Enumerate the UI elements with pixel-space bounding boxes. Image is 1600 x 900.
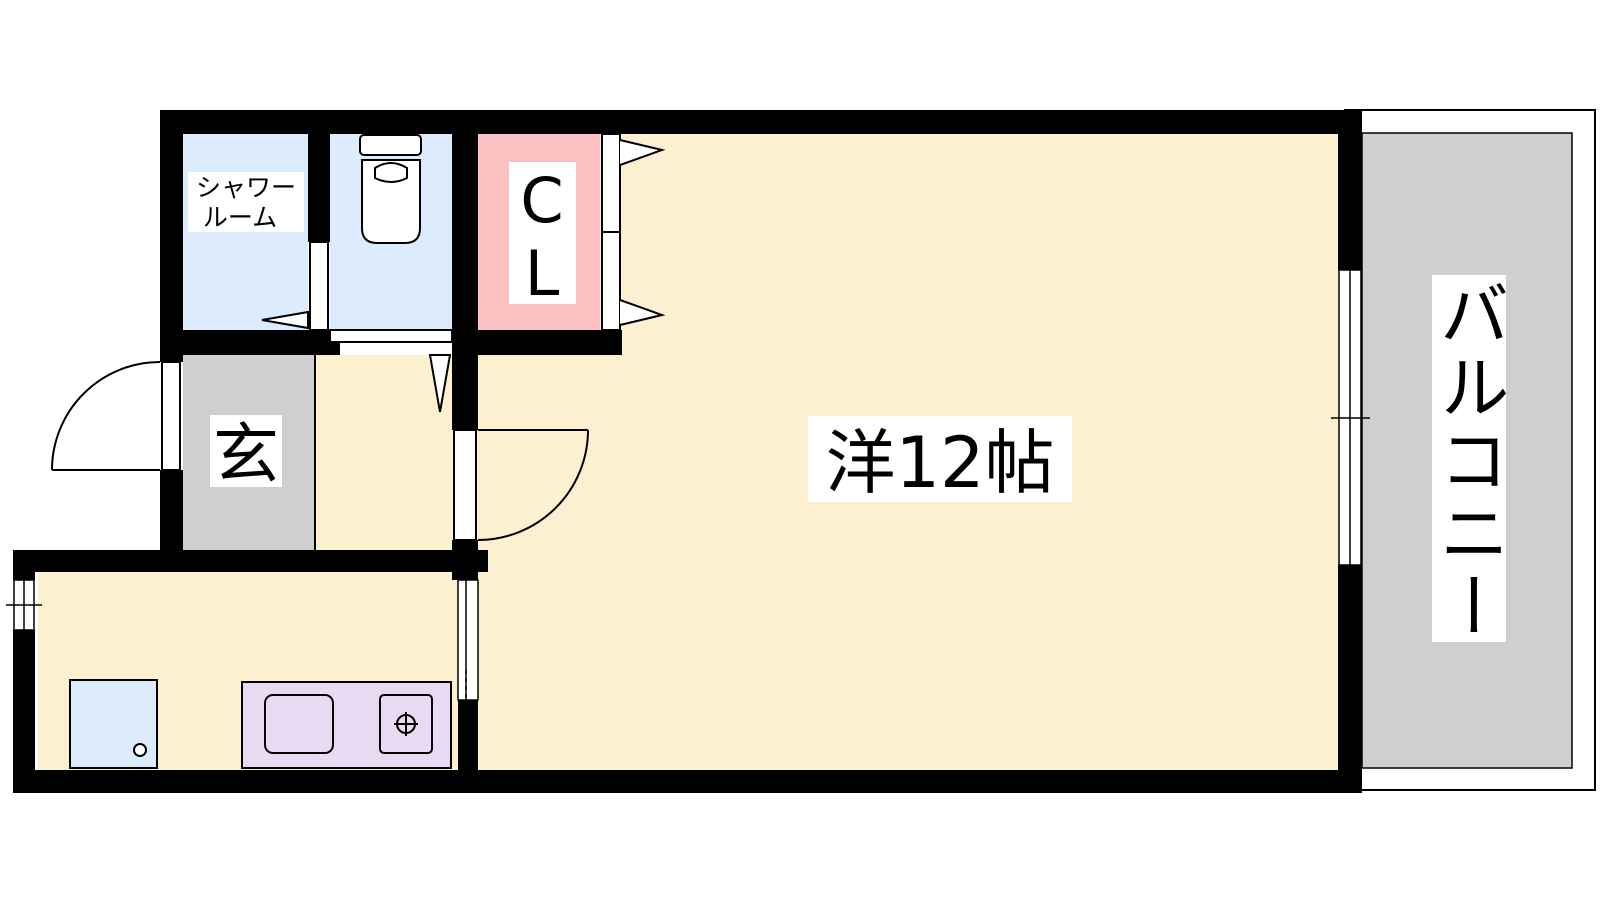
- sink-icon: [264, 694, 334, 754]
- entrance-label-bg: [210, 415, 282, 487]
- shower-label-bg: [188, 172, 304, 232]
- walls: [13, 110, 1362, 793]
- entrance-label: 玄: [213, 416, 279, 493]
- room-door-icon: [453, 429, 589, 541]
- entrance-door-icon: [51, 361, 181, 471]
- shower-door-icon: [261, 241, 329, 331]
- shower-room-label-line1: シャワー: [196, 173, 296, 202]
- toilet-icon: [359, 134, 422, 244]
- washer-icon: [69, 679, 158, 769]
- balcony-label-bg: [1432, 275, 1506, 642]
- shower-room-label-line2: ルーム: [203, 203, 277, 232]
- stove-icon: [379, 694, 433, 754]
- closet-label-bg: [509, 162, 576, 304]
- balcony-label: バルコニー: [1428, 278, 1510, 643]
- western-room-label: 洋12帖: [825, 422, 1054, 504]
- window-icon: [6, 269, 1370, 760]
- closet-door-icon: [601, 133, 666, 331]
- toilet-door-icon: [329, 329, 453, 413]
- western-room-label-bg: [808, 416, 1072, 502]
- closet-label-c: C: [520, 164, 563, 237]
- closet-label-l: L: [525, 237, 560, 310]
